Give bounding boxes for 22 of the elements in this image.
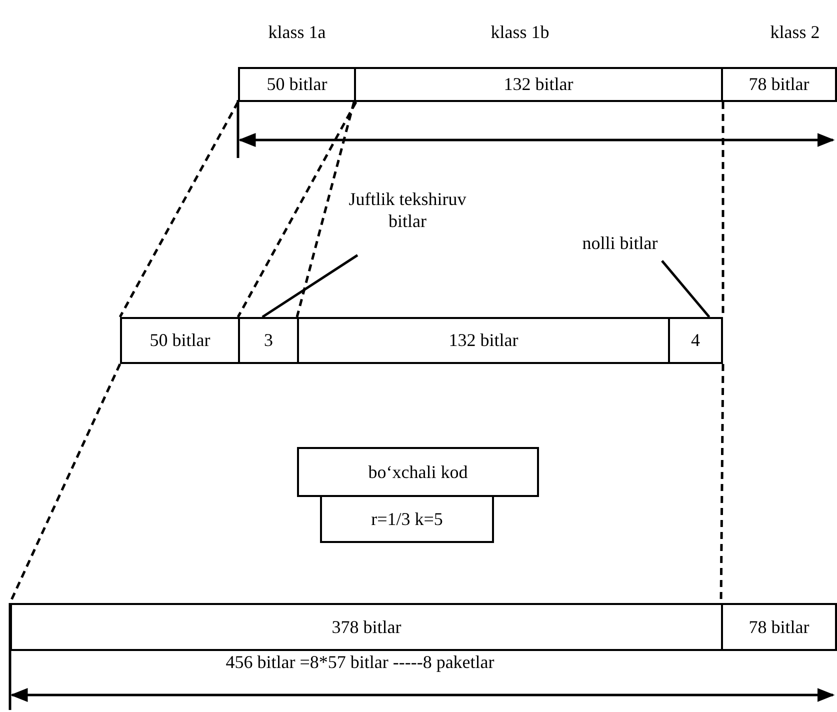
bit-field-cell: 4 [668, 317, 723, 364]
projection-line [118, 101, 240, 318]
bit-field-cell: 78 bitlar [721, 67, 837, 102]
projection-line [236, 101, 358, 318]
annotation-text: Juftlik tekshiruv bitlar [345, 188, 470, 236]
bit-field-cell: 3 [238, 317, 299, 364]
bit-field-cell: 132 bitlar [297, 317, 670, 364]
process-box: bo‘xchali kod [297, 447, 539, 497]
projection-line [296, 102, 356, 318]
bit-field-cell: 78 bitlar [721, 603, 837, 651]
parameter-box: r=1/3 k=5 [320, 495, 494, 543]
class-heading: klass 1a [267, 22, 327, 43]
bit-field-cell: 50 bitlar [238, 67, 356, 102]
bit-field-cell: 132 bitlar [354, 67, 723, 102]
class-heading: klass 1b [490, 22, 550, 43]
leader-line [262, 254, 358, 318]
bit-field-cell: 50 bitlar [120, 317, 240, 364]
class-heading: klass 2 [769, 22, 821, 43]
dimension-label: 456 bitlar =8*57 bitlar -----8 paketlar [224, 652, 496, 673]
bit-field-cell: 378 bitlar [10, 603, 723, 651]
leader-line [661, 260, 710, 318]
annotation-text: nolli bitlar [550, 232, 690, 256]
